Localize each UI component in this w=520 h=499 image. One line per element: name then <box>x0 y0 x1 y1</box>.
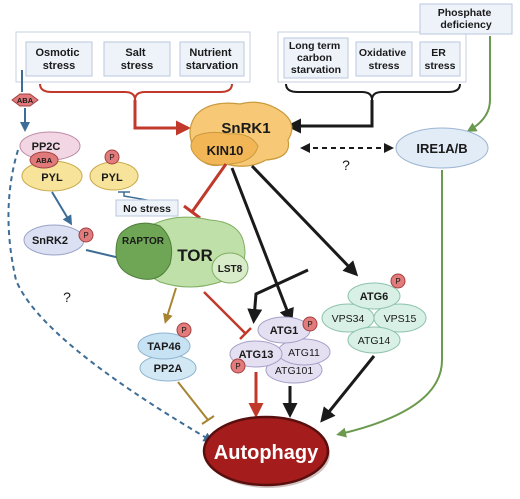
atg6-label: ATG6 <box>360 291 389 303</box>
pyl-bound-label: PYL <box>41 172 63 184</box>
stress-oxidative-label: Oxidative stress <box>359 47 409 72</box>
tap46-label: TAP46 <box>147 341 180 353</box>
ire1-label: IRE1A/B <box>416 141 467 156</box>
stress-carbon: Long term carbon starvation <box>283 37 349 79</box>
tor-label: TOR <box>177 246 213 265</box>
snrk1-complex: SnRK1 KIN10 <box>189 101 293 167</box>
right-bracket <box>285 83 461 101</box>
lst8-label: LST8 <box>218 264 243 275</box>
no-stress-label: No stress <box>123 203 171 215</box>
autophagy-node: Autophagy <box>202 415 330 488</box>
pyl-phospho-label: P <box>109 153 114 162</box>
stress-phosphate-label: Phosphate deficiency <box>438 7 495 31</box>
atg1-label: ATG1 <box>270 325 299 337</box>
arrow-ire1-to-autophagy <box>336 170 443 438</box>
pp2c-autophagy-question: ? <box>63 289 71 305</box>
atg6-phospho-label: P <box>395 277 400 286</box>
stress-salt-label: Salt stress <box>121 47 153 72</box>
stress-er-label: ER stress <box>425 47 456 72</box>
atg101-label: ATG101 <box>275 365 313 377</box>
atg6-to-autophagy-arrow <box>320 355 376 423</box>
tor-inhibits-atg1 <box>203 291 247 335</box>
pp2c-autophagy-link <box>7 149 214 443</box>
atg6-complex: VPS34 VPS15 ATG6 ATG14 P <box>321 273 427 354</box>
pp2a-inhibits-autophagy <box>177 381 209 421</box>
stress-nutrient-label: Nutrient starvation <box>186 47 239 72</box>
pyl-to-snrk2-arrow <box>51 191 73 226</box>
snrk1-to-atg1-arrow <box>230 167 294 324</box>
pyl-free-label: PYL <box>101 172 123 184</box>
snrk1-to-atg13-arrow <box>247 268 309 324</box>
pp2a-label: PP2A <box>154 363 183 375</box>
snrk2-phospho-label: P <box>83 231 88 240</box>
kin10-label: KIN10 <box>207 143 244 158</box>
pyl-free: PYL P <box>89 149 139 191</box>
atg13-label: ATG13 <box>239 349 274 361</box>
aba-hex-top: ABA <box>11 93 39 107</box>
snrk2-node: SnRK2 P <box>23 224 94 256</box>
stress-salt: Salt stress <box>103 41 171 77</box>
atg11-label: ATG11 <box>288 347 320 359</box>
atg14-label: ATG14 <box>358 335 391 347</box>
ire1-node: IRE1A/B <box>395 127 489 169</box>
arrow-stress-to-snrk1 <box>133 100 191 136</box>
tor-complex: RAPTOR TOR LST8 <box>115 216 249 288</box>
stress-phosphate: Phosphate deficiency <box>419 3 513 35</box>
autophagy-label: Autophagy <box>214 442 319 464</box>
arrow-phosphate-to-ire1 <box>466 36 491 133</box>
atg13-phospho-label: P <box>235 362 240 371</box>
aba-bound-label: ABA <box>36 156 53 165</box>
snrk2-label: SnRK2 <box>32 235 68 247</box>
stress-er: ER stress <box>419 41 461 77</box>
snrk1-ire1-question: ? <box>342 157 350 173</box>
tor-to-tap46-arrow <box>163 287 177 324</box>
snrk1-inhibits-tor <box>190 163 228 213</box>
pp2c-pyl-complex: PP2C PYL ABA <box>19 131 83 192</box>
stress-carbon-label: Long term carbon starvation <box>289 40 343 76</box>
tap46-pp2a-complex: PP2A TAP46 P <box>137 322 197 382</box>
tap46-phospho-label: P <box>181 326 186 335</box>
snrk1-label: SnRK1 <box>221 120 270 137</box>
pp2c-label: PP2C <box>32 141 61 153</box>
arrow-right-stress-to-snrk1 <box>286 100 374 134</box>
no-stress-box: No stress <box>115 199 179 217</box>
atg1-complex: ATG101 ATG11 ATG1 ATG13 P P <box>229 316 331 384</box>
stress-oxidative: Oxidative stress <box>355 41 413 77</box>
stress-osmotic: Osmotic stress <box>25 41 93 77</box>
snrk1-to-atg6-arrow <box>250 164 359 277</box>
vps34-label: VPS34 <box>332 313 365 325</box>
vps15-label: VPS15 <box>384 313 417 325</box>
left-bracket <box>39 83 233 101</box>
atg1-phospho-label: P <box>307 320 312 329</box>
raptor-label: RAPTOR <box>122 236 165 247</box>
snrk2-inhibits-raptor <box>85 249 121 259</box>
stress-nutrient: Nutrient starvation <box>179 41 245 77</box>
stress-osmotic-label: Osmotic stress <box>35 47 82 72</box>
aba-top-label: ABA <box>17 96 34 105</box>
